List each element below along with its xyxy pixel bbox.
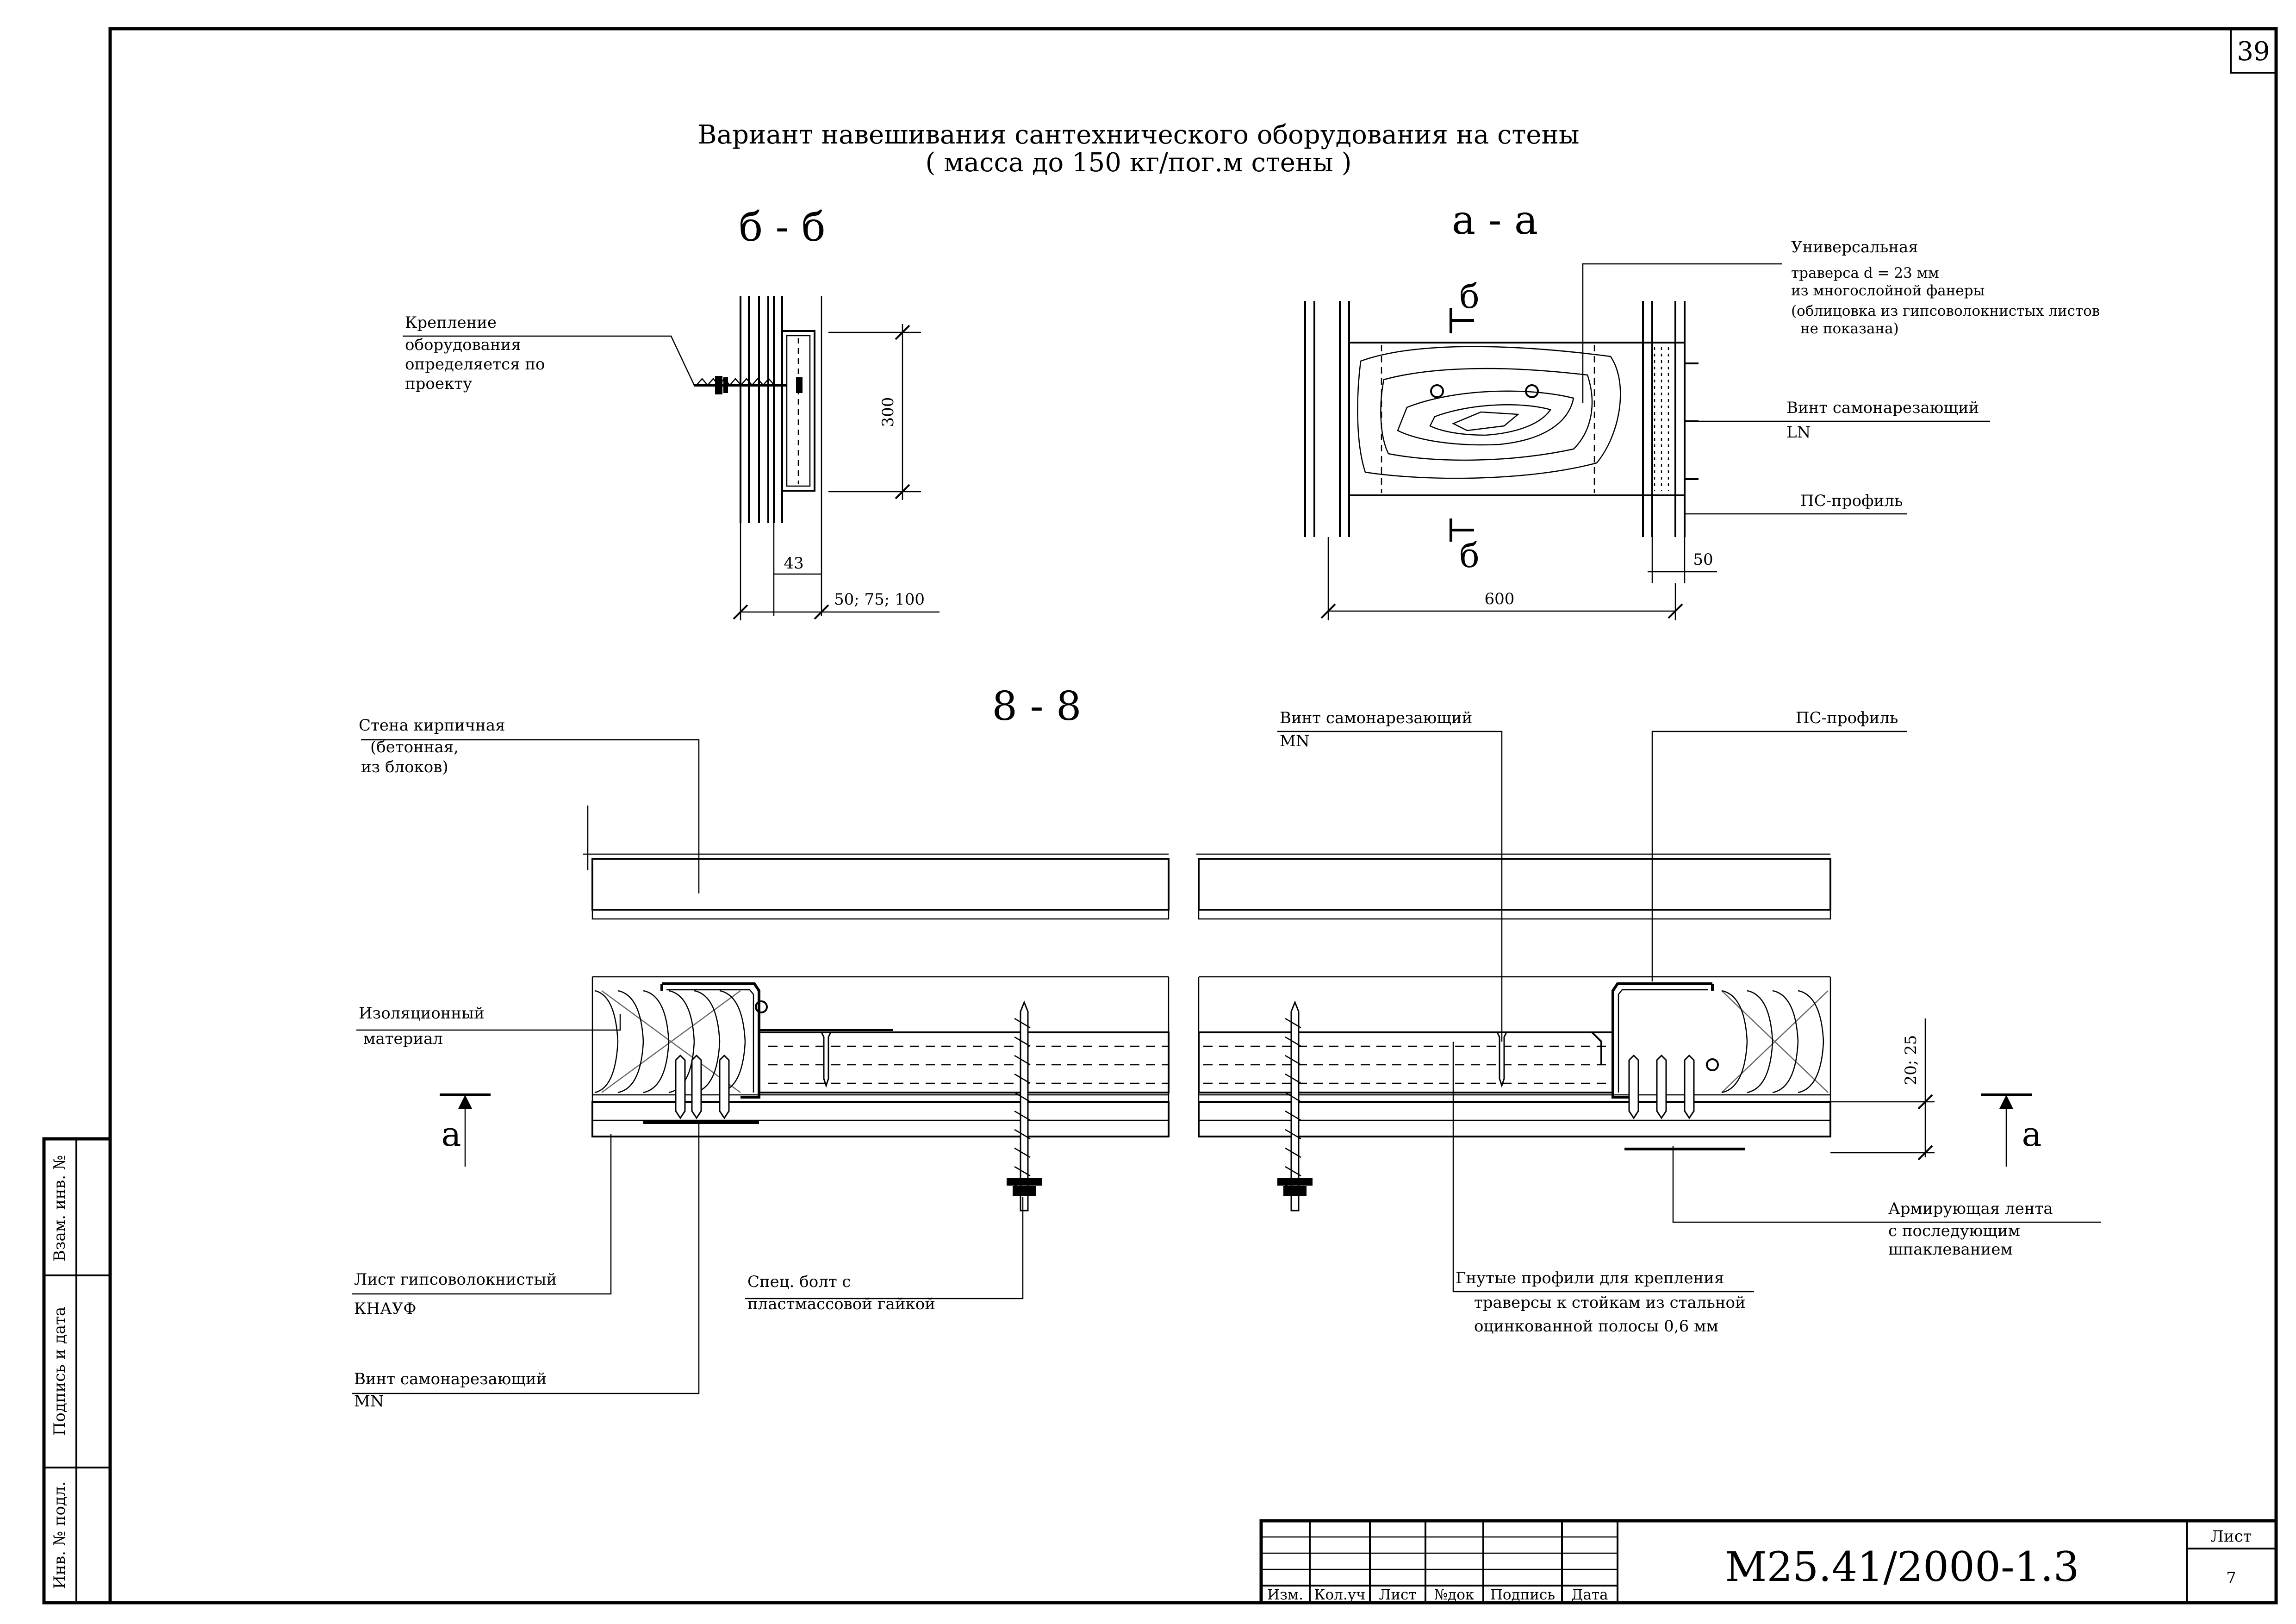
tb-document-code: М25.41/2000-1.3 [1725, 1543, 2079, 1591]
88-label-bent-2: траверсы к стойкам из стальной [1474, 1293, 1746, 1312]
tb-sheet-label: Лист [2211, 1527, 2252, 1546]
88-label-screw-right-1: Винт самонарезающий [1280, 709, 1472, 727]
section-88-heading: 8 - 8 [992, 683, 1081, 730]
88-label-bent-1: Гнутые профили для крепления [1456, 1269, 1724, 1287]
88-label-screw-left-2: MN [354, 1392, 384, 1411]
aa-cut-mark-bottom: б [1459, 536, 1479, 575]
tb-col-izm: Изм. [1267, 1587, 1303, 1603]
aa-label-traverse-2: траверса d = 23 мм [1791, 265, 1939, 281]
bb-label-mount-4: проекту [405, 375, 472, 393]
88-label-bolt-2: пластмассовой гайкой [747, 1295, 935, 1313]
88-cut-left: а [442, 1115, 461, 1154]
88-dim-20-25: 20; 25 [1902, 1035, 1920, 1086]
bb-label-mount-2: оборудования [405, 336, 521, 354]
sheet-title: Вариант навешивания сантехнического обор… [698, 120, 1580, 178]
section-88: 8 - 8 [352, 683, 2101, 1411]
tb-col-ndok: №док [1434, 1587, 1474, 1603]
tb-col-podpis: Подпись [1490, 1587, 1555, 1603]
88-label-insulation-2: материал [363, 1030, 443, 1048]
88-label-screw-right-2: MN [1280, 732, 1310, 750]
insulation-right [1721, 990, 1829, 1093]
section-bb: б - б Крепление оборудования определяетс… [403, 204, 940, 620]
section-aa-heading: а - а [1452, 197, 1538, 244]
side-stamp-field-1: Взам. инв. № [50, 1155, 69, 1262]
tb-col-data: Дата [1571, 1587, 1608, 1603]
88-label-sheet-1: Лист гипсоволокнистый [354, 1270, 557, 1289]
88-label-bent-3: оцинкованной полосы 0,6 мм [1474, 1317, 1718, 1336]
88-label-wall-1: Стена кирпичная [359, 716, 505, 735]
bb-dim-300: 300 [879, 397, 897, 427]
aa-label-traverse-1: Универсальная [1791, 238, 1918, 256]
sheet-frame: 39 [108, 27, 2278, 1605]
bb-label-mount-1: Крепление [405, 313, 497, 332]
88-label-wall-2: (бетонная, [370, 738, 459, 756]
aa-cut-mark-top: б [1459, 277, 1479, 316]
aa-label-traverse-4: (облицовка из гипсоволокнистых листов [1791, 303, 2100, 319]
bb-label-mount-3: определяется по [405, 355, 545, 374]
88-label-tape-2: с последующим [1888, 1222, 2020, 1240]
side-stamp: Взам. инв. № Подпись и дата Инв. № подл. [42, 1137, 112, 1605]
88-label-bolt-1: Спец. болт с [747, 1273, 851, 1291]
title-line-1: Вариант навешивания сантехнического обор… [698, 120, 1580, 150]
long-bolts [1007, 1000, 1313, 1212]
section-bb-heading: б - б [739, 204, 825, 250]
aa-label-screw-1: Винт самонарезающий [1786, 399, 1979, 417]
tb-col-koluch: Кол.уч [1314, 1587, 1366, 1603]
88-cut-right: а [2022, 1115, 2042, 1154]
aa-label-traverse-5: не показана) [1800, 320, 1899, 337]
title-line-2: ( масса до 150 кг/пог.м стены ) [926, 148, 1352, 178]
88-label-sheet-2: КНАУФ [354, 1299, 417, 1318]
aa-label-traverse-3: из многослойной фанеры [1791, 282, 1985, 299]
aa-label-profile: ПС-профиль [1800, 492, 1903, 510]
side-stamp-field-2: Подпись и дата [50, 1307, 69, 1436]
aa-dim-50: 50 [1693, 550, 1713, 569]
88-label-tape-1: Армирующая лента [1888, 1199, 2053, 1218]
88-label-screw-left-1: Винт самонарезающий [354, 1370, 547, 1388]
aa-label-screw-2: LN [1786, 423, 1811, 442]
side-stamp-field-3: Инв. № подл. [50, 1481, 69, 1589]
bb-dim-50-75-100: 50; 75; 100 [834, 590, 925, 609]
section-aa: а - а б [1304, 197, 2100, 620]
tb-col-list: Лист [1379, 1587, 1416, 1603]
screws-right [1628, 1054, 1695, 1119]
88-label-wall-3: из блоков) [361, 758, 448, 776]
88-label-profile: ПС-профиль [1796, 709, 1898, 727]
tb-sheet-number: 7 [2226, 1569, 2236, 1587]
screws-left [675, 1031, 1508, 1119]
title-block: Изм. Кол.уч Лист №док Подпись Дата М25.4… [1259, 1519, 2278, 1605]
88-label-tape-3: шпаклеванием [1888, 1240, 2013, 1259]
corner-sheet-number: 39 [2237, 37, 2270, 67]
88-label-insulation-1: Изоляционный [359, 1004, 485, 1023]
aa-dim-600: 600 [1485, 590, 1515, 608]
bb-dim-43: 43 [784, 554, 803, 573]
